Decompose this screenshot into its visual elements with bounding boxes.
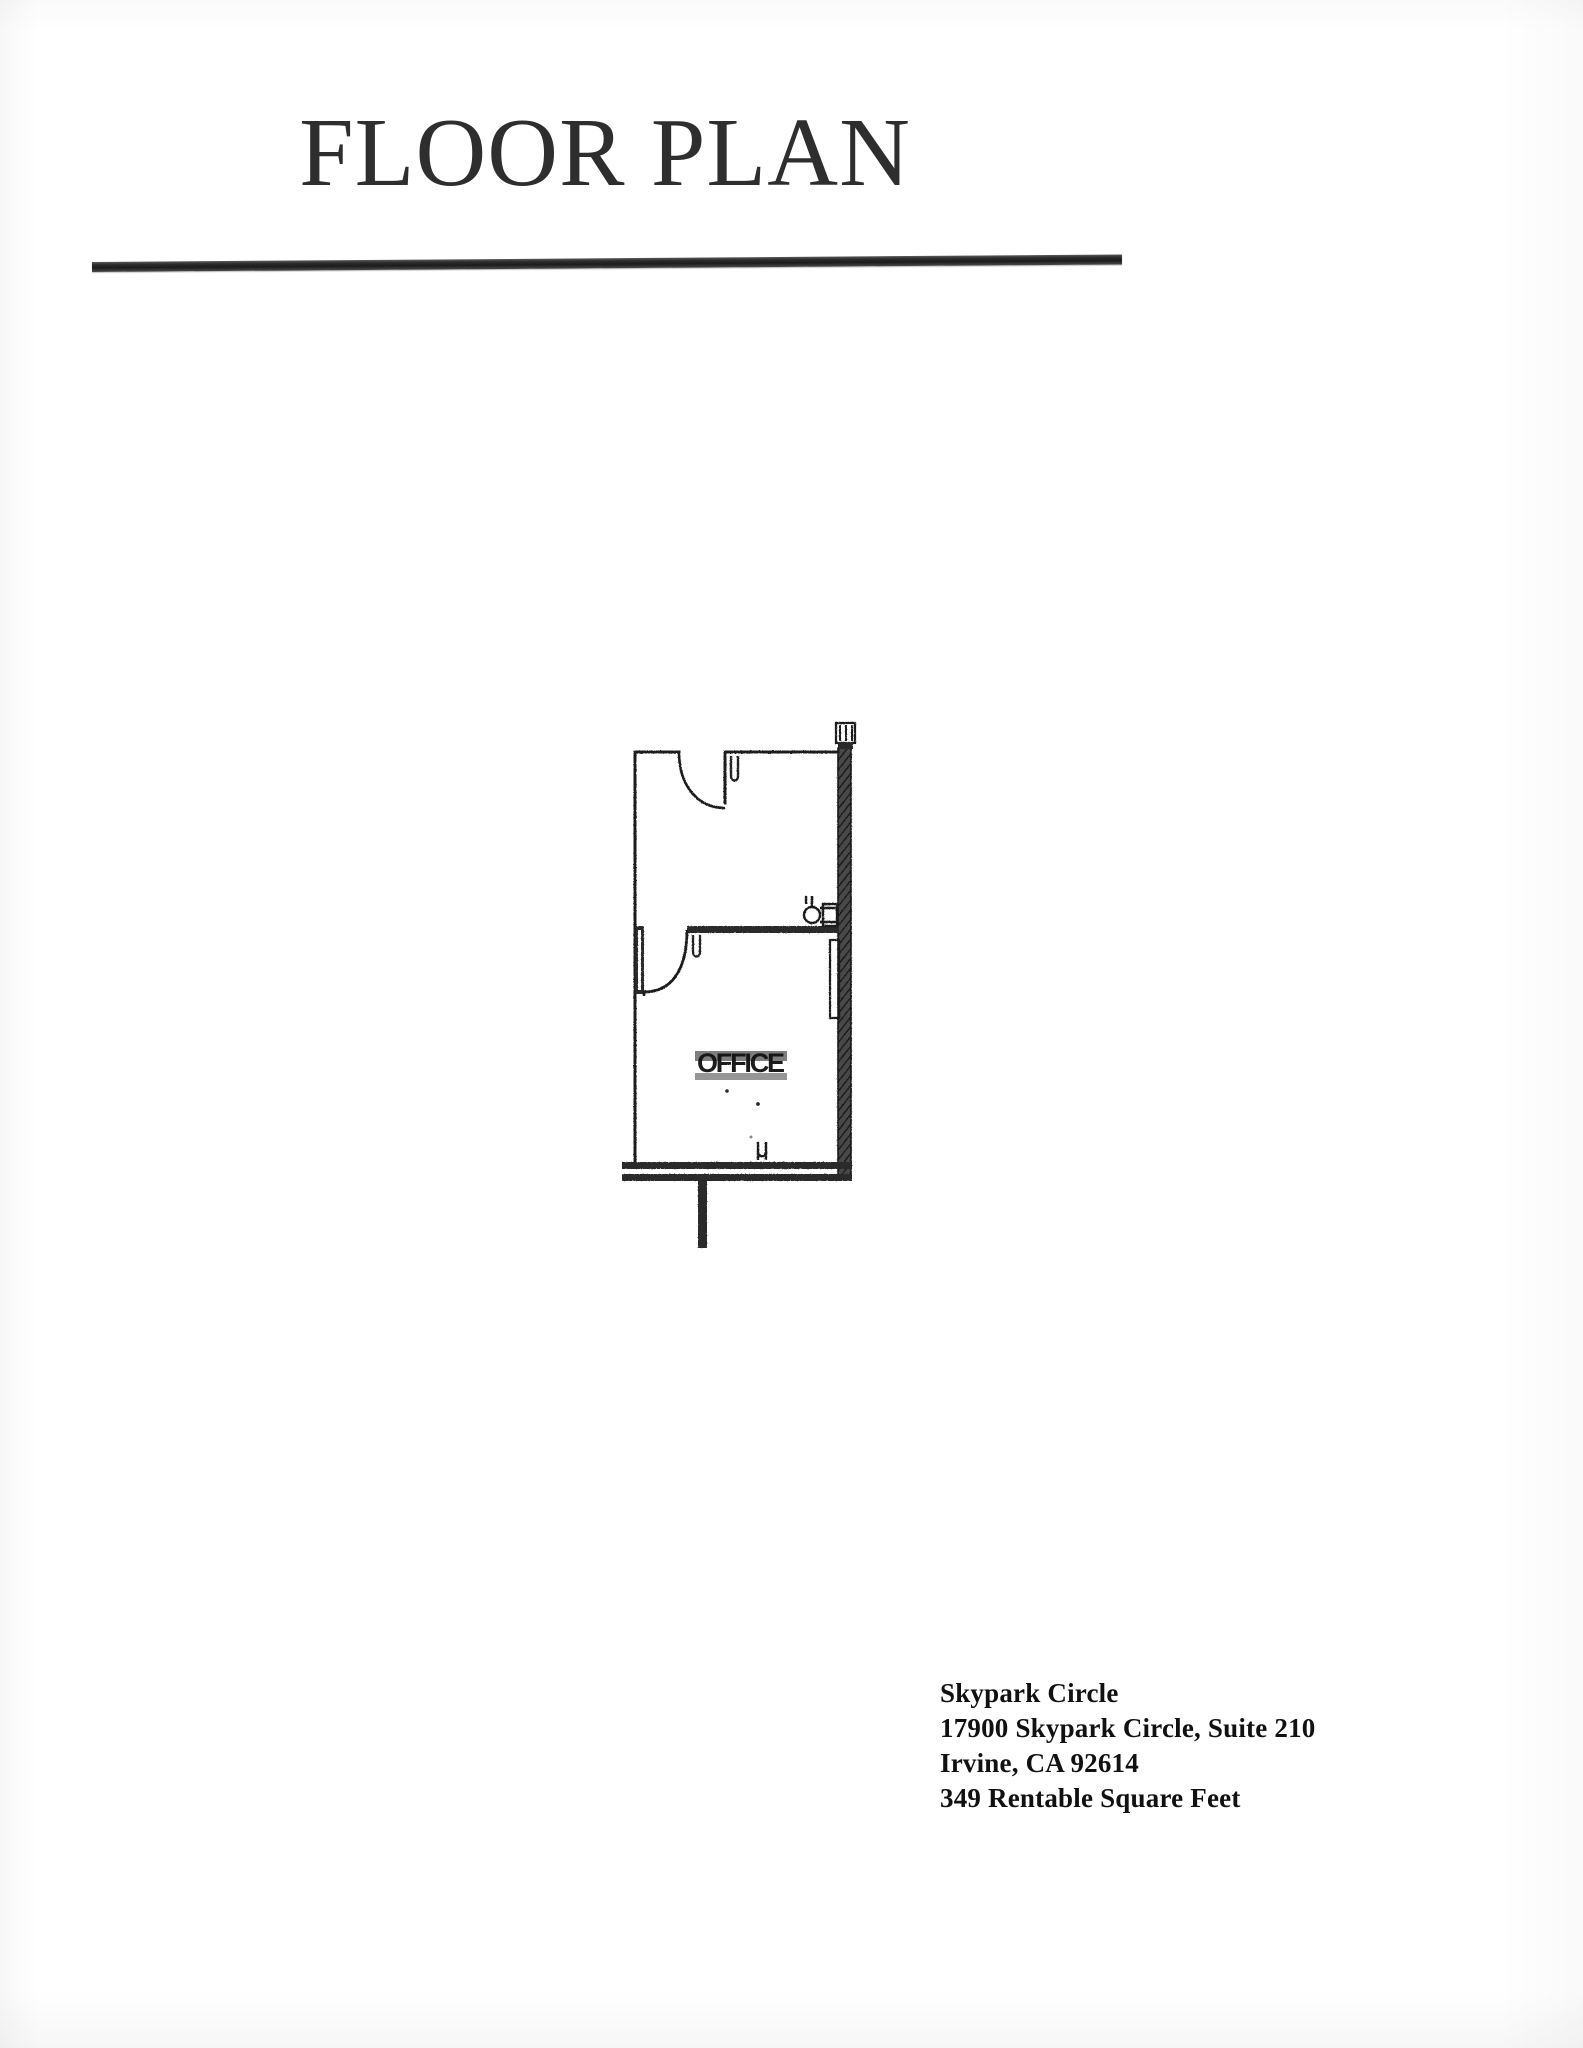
floor-plan-svg: OFFICE xyxy=(622,721,857,1248)
rentable-area: 349 Rentable Square Feet xyxy=(940,1783,1241,1813)
column-detail-icon xyxy=(834,721,857,749)
floor-plan-drawing: OFFICE xyxy=(580,690,910,1290)
property-address-block: Skypark Circle 17900 Skypark Circle, Sui… xyxy=(940,1676,1460,1816)
exterior-walls xyxy=(633,750,840,1176)
bottom-fixture-mark xyxy=(756,1142,768,1160)
title-divider-rule xyxy=(91,254,1123,272)
entry-door-swing xyxy=(677,751,726,810)
property-name-line: Skypark Circle xyxy=(940,1676,1460,1711)
street-address: 17900 Skypark Circle, Suite 210 xyxy=(940,1713,1316,1743)
wall-niche-right xyxy=(828,938,841,1020)
scan-specks xyxy=(725,1089,760,1139)
page-title: FLOOR PLAN xyxy=(299,99,911,207)
city-state-zip: Irvine, CA 92614 xyxy=(940,1748,1139,1778)
window-mullion-top xyxy=(729,756,740,782)
interior-door-swing xyxy=(642,929,689,996)
interior-partition-wall xyxy=(635,926,839,994)
bottom-wall xyxy=(622,1162,852,1181)
property-name: Skypark Circle xyxy=(940,1678,1119,1708)
fixture-cluster-right xyxy=(802,896,839,928)
room-label-office: OFFICE xyxy=(695,1048,787,1080)
stub-wall-bottom xyxy=(698,1178,707,1248)
partition-fixture-mark xyxy=(691,935,702,958)
